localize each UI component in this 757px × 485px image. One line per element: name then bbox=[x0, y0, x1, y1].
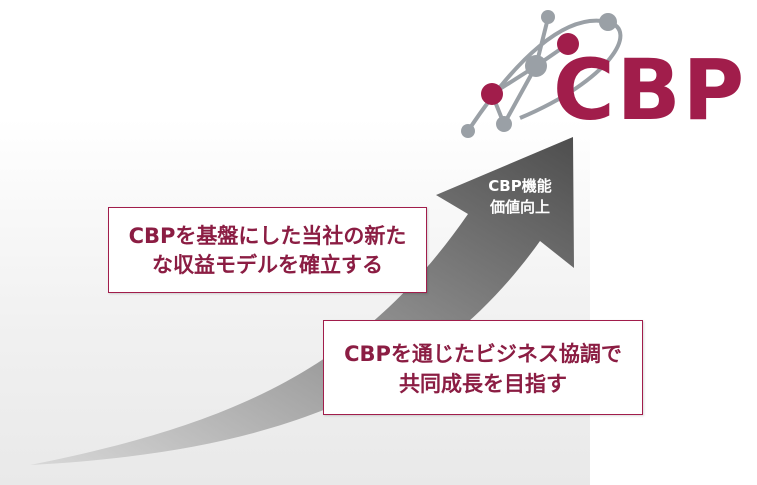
arrow-label-line1: CBP機能 bbox=[488, 177, 552, 195]
graph-node bbox=[525, 55, 547, 77]
graph-node bbox=[461, 124, 475, 138]
graph-node-accent bbox=[557, 33, 579, 55]
message-line: な収益モデルを確立する bbox=[152, 253, 383, 277]
cbp-logo: CBP bbox=[553, 41, 747, 139]
message-line: CBPを通じたビジネス協調で bbox=[344, 342, 622, 366]
message-line: CBPを基盤にした当社の新た bbox=[128, 224, 407, 248]
graph-node bbox=[599, 13, 617, 31]
growth-arrow bbox=[30, 137, 574, 465]
arrow-label: CBP機能 価値向上 bbox=[470, 176, 570, 218]
network-graph-icon bbox=[461, 10, 623, 138]
graph-node-accent bbox=[481, 83, 503, 105]
message-box-revenue-model: CBPを基盤にした当社の新た な収益モデルを確立する bbox=[108, 207, 427, 293]
message-box-co-growth: CBPを通じたビジネス協調で 共同成長を目指す bbox=[323, 320, 643, 415]
arrow-label-line2: 価値向上 bbox=[489, 198, 550, 216]
graph-node bbox=[496, 116, 512, 132]
message-line: 共同成長を目指す bbox=[399, 372, 567, 396]
graph-node bbox=[541, 10, 555, 24]
